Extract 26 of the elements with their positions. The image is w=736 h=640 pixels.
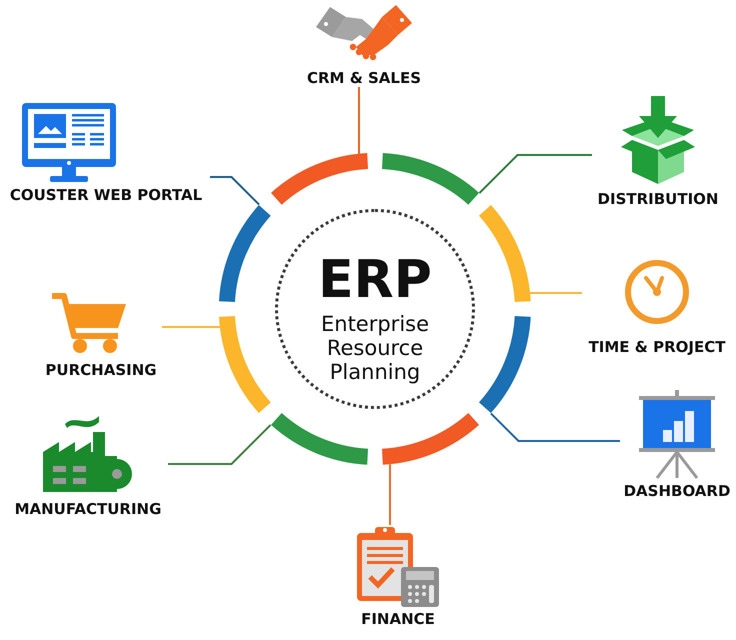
module-label: DISTRIBUTION (598, 190, 718, 208)
connector-line (389, 464, 391, 525)
connector-line (168, 424, 272, 465)
ring-segment (479, 204, 531, 302)
ring-segment (270, 413, 368, 465)
connector-line (530, 292, 582, 294)
connector-line (210, 176, 260, 206)
ring-segment (219, 204, 271, 302)
module-label: CRM & SALES (306, 69, 422, 87)
ring-segment (382, 153, 480, 205)
hub-subtitle: Enterprise Resource Planning (320, 312, 430, 384)
connector-line (490, 412, 620, 442)
module-label: DASHBOARD (624, 482, 730, 500)
ring-segment (219, 316, 271, 414)
module-label: PURCHASING (45, 361, 157, 379)
ring-segment (270, 153, 368, 205)
connector-line (358, 87, 360, 154)
hub-title: ERP (318, 254, 432, 306)
module-label: MANUFACTURING (14, 500, 162, 518)
module-label: TIME & PROJECT (588, 338, 726, 356)
module-label: COUSTER WEB PORTAL (10, 186, 202, 204)
connector-line (478, 154, 592, 194)
ring-segment (479, 316, 531, 414)
ring-segment (382, 413, 480, 465)
connector-line (162, 326, 220, 328)
module-label: FINANCE (361, 610, 435, 628)
